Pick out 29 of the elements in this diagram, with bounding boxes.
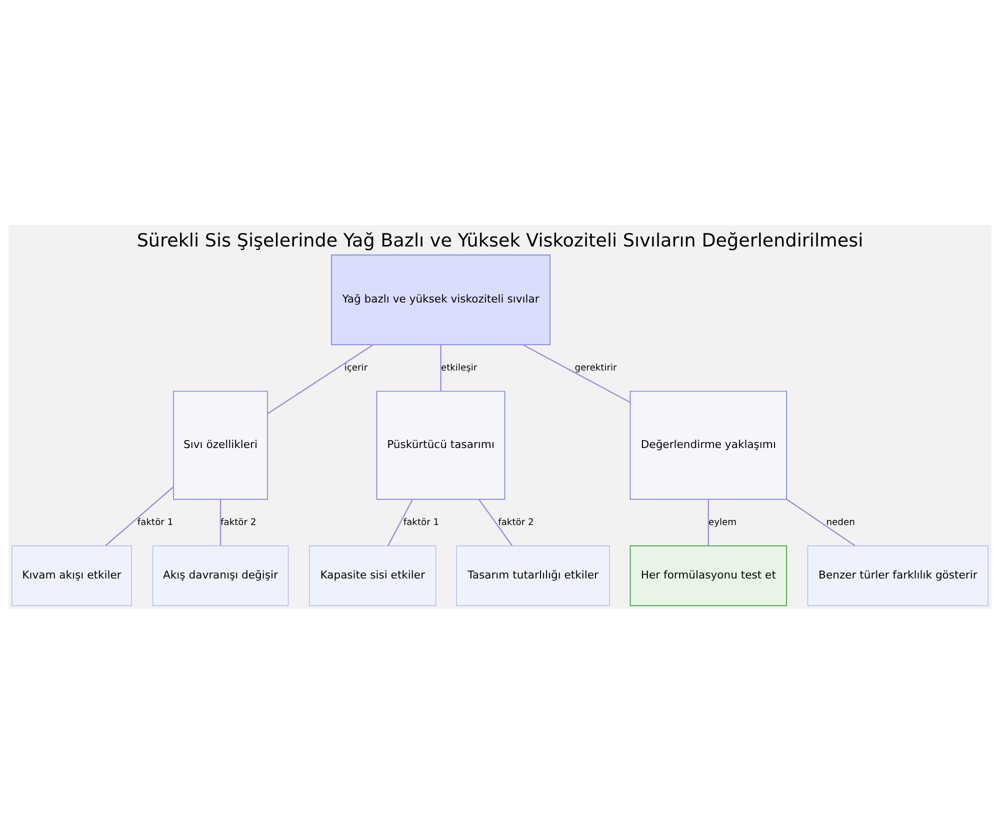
connector xyxy=(105,486,174,546)
connector xyxy=(478,499,513,546)
node-box: Akış davranışı değişir xyxy=(152,545,289,606)
node-box: Her formülasyonu test et xyxy=(630,545,787,606)
node-box: Benzer türler farklılık gösterir xyxy=(807,545,989,606)
connector xyxy=(786,498,856,546)
connector xyxy=(522,344,630,403)
node-box: Yağ bazlı ve yüksek viskoziteli sıvılar xyxy=(331,254,550,346)
connector xyxy=(708,500,710,546)
edge-label: eylem xyxy=(708,518,737,528)
edge-label: faktör 1 xyxy=(137,518,174,528)
node-box: Kapasite sisi etkiler xyxy=(309,545,436,606)
diagram-title: Sürekli Sis Şişelerinde Yağ Bazlı ve Yüksek Viskoziteli Sıvıların Değerlendirilmesi xyxy=(136,230,864,252)
edge-label: etkileşir xyxy=(440,363,478,374)
edge-label: faktör 2 xyxy=(498,518,534,528)
connector xyxy=(220,500,222,546)
edge-label: neden xyxy=(826,518,855,528)
edge-label: faktör 1 xyxy=(403,518,440,528)
edge-label: faktör 2 xyxy=(220,518,256,528)
connector xyxy=(440,344,442,392)
connector xyxy=(267,344,374,414)
connector xyxy=(388,499,414,546)
node-box: Değerlendirme yaklaşımı xyxy=(630,390,787,500)
edge-label: gerektirir xyxy=(574,363,617,374)
node-box: Sıvı özellikleri xyxy=(173,390,268,500)
node-box: Tasarım tutarlılığı etkiler xyxy=(456,545,610,606)
node-box: Kıvam akışı etkiler xyxy=(11,545,132,606)
edge-label: içerir xyxy=(344,363,368,374)
node-box: Püskürtücü tasarımı xyxy=(376,390,506,500)
